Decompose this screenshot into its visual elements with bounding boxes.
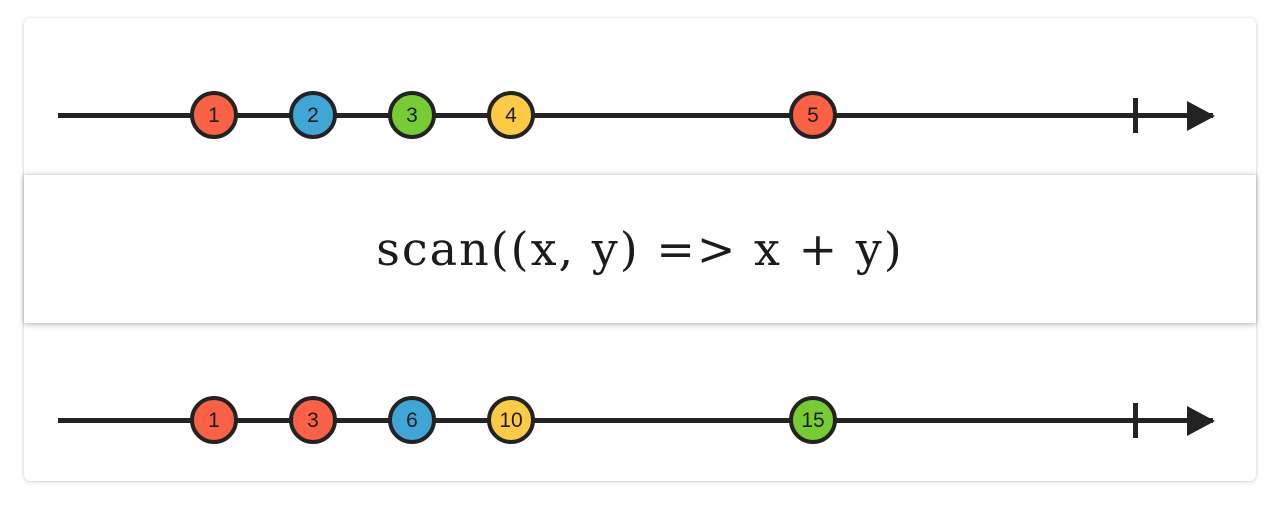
output-marble: 15 <box>789 396 837 444</box>
output-marble: 6 <box>388 396 436 444</box>
input-marble: 1 <box>190 91 238 139</box>
output-complete-tick-icon <box>1133 403 1138 438</box>
output-arrow-icon <box>1187 406 1215 436</box>
input-marble: 4 <box>487 91 535 139</box>
input-marble: 3 <box>388 91 436 139</box>
output-marble: 10 <box>487 396 535 444</box>
input-arrow-icon <box>1187 101 1215 131</box>
operator-panel: scan((x, y) => x + y) <box>24 175 1256 323</box>
operator-label: scan((x, y) => x + y) <box>376 222 904 276</box>
input-timeline-axis <box>58 113 1213 118</box>
input-marble: 5 <box>789 91 837 139</box>
output-timeline: 1 3 6 10 15 <box>24 361 1256 481</box>
output-marble: 1 <box>190 396 238 444</box>
input-timeline: 1 2 3 4 5 <box>24 56 1256 176</box>
input-marble: 2 <box>289 91 337 139</box>
output-marble: 3 <box>289 396 337 444</box>
output-timeline-axis <box>58 418 1213 423</box>
input-complete-tick-icon <box>1133 98 1138 133</box>
